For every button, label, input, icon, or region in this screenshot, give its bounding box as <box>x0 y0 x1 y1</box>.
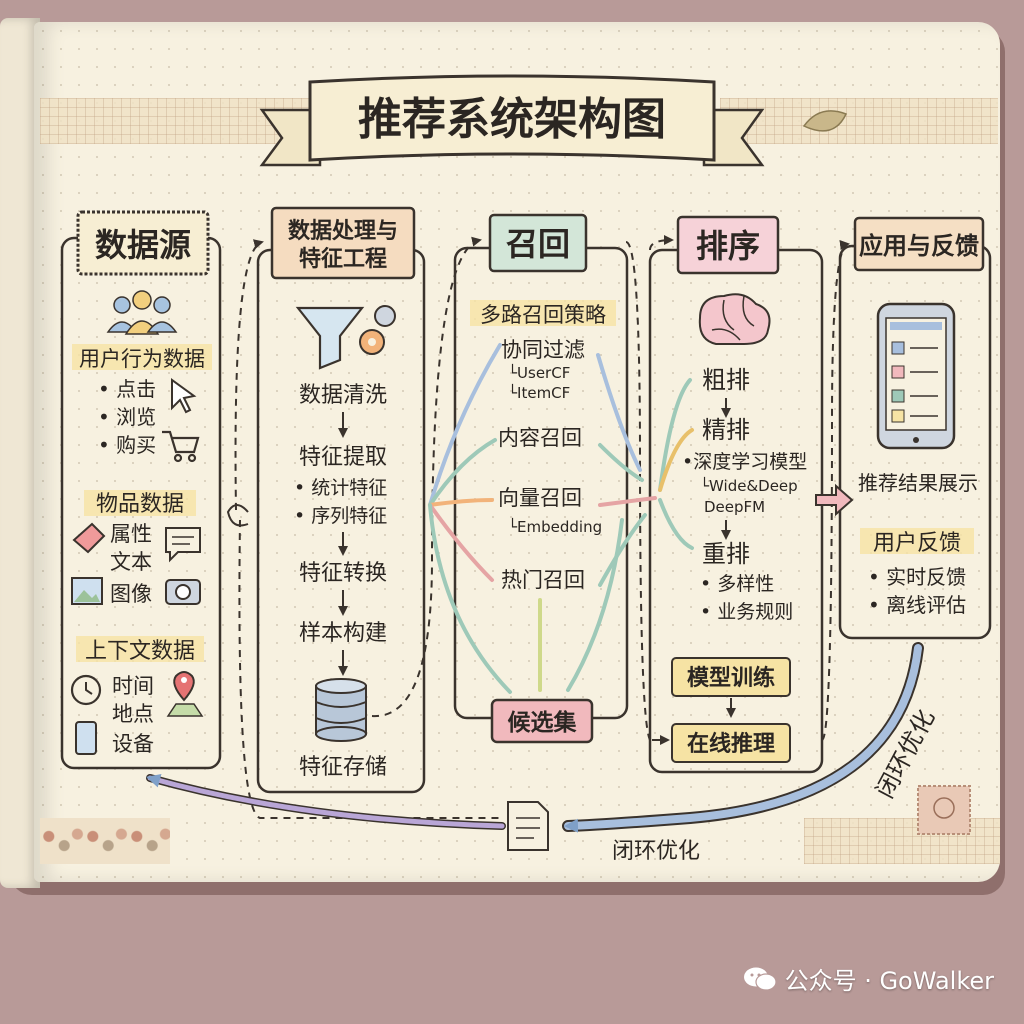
rerank-item: • 业务规则 <box>700 601 793 623</box>
washi-tape-left <box>40 98 310 144</box>
user-behavior-label: 用户行为数据 <box>79 347 205 371</box>
data-cleaning-step: 数据清洗 <box>299 383 387 408</box>
sample-build-step: 样本构建 <box>299 621 387 646</box>
smartphone-icon <box>876 302 956 450</box>
candidates-label: 候选集 <box>508 709 578 736</box>
title-banner: 推荐系统架构图 <box>259 74 765 167</box>
header-processing: 数据处理与 特征工程 <box>270 206 416 280</box>
fine-ranking: 精排 <box>702 416 750 444</box>
fan-arrows-processing-to-recall <box>428 343 512 694</box>
washi-tape-floral <box>40 818 170 864</box>
clock-icon <box>70 674 102 706</box>
context-data-item: 设备 <box>112 732 154 756</box>
users-icon <box>106 290 178 335</box>
hot-recall-method: 热门召回 <box>501 568 585 592</box>
wechat-icon <box>743 966 777 992</box>
svg-text:特征工程: 特征工程 <box>299 246 387 272</box>
vector-sub-item: └Embedding <box>508 517 602 536</box>
svg-text:在线推理: 在线推理 <box>687 731 775 757</box>
leaf-icon <box>802 110 848 132</box>
closed-loop-arrow <box>146 642 924 833</box>
collab-filter-method: 协同过滤 <box>501 338 585 362</box>
tag-icon <box>72 522 106 554</box>
funnel-gear-icon <box>295 305 396 370</box>
phone-device-icon <box>75 721 97 755</box>
svg-text:模型训练: 模型训练 <box>687 665 775 691</box>
result-display: 推荐结果展示 <box>858 471 978 495</box>
arrow-to-feedback <box>815 483 854 517</box>
multi-recall-strategy: 多路召回策略 <box>480 303 606 327</box>
item-data-item: 图像 <box>110 582 152 606</box>
context-data-label: 上下文数据 <box>85 639 195 664</box>
brain-icon <box>698 293 771 345</box>
svg-text:数据处理与: 数据处理与 <box>288 218 398 244</box>
watermark: 公众号 · GoWalker <box>743 961 994 996</box>
svg-text:排序: 排序 <box>696 227 760 265</box>
loop-label-bottom: 闭环优化 <box>612 839 700 864</box>
candidates-box: 候选集 <box>490 698 594 744</box>
collab-sub-item: └UserCF <box>508 363 570 382</box>
stamp-icon <box>917 785 971 835</box>
fan-arrows-to-candidates <box>538 518 624 692</box>
feature-extraction-item: • 统计特征 <box>294 477 387 499</box>
svg-text:应用与反馈: 应用与反馈 <box>859 232 979 260</box>
deep-model-item: DeepFM <box>704 498 765 516</box>
cursor-icon <box>171 378 197 414</box>
watermark-text: 公众号 · GoWalker <box>784 967 994 995</box>
header-recall: 召回 <box>488 213 588 273</box>
location-pin-icon <box>166 671 204 717</box>
diagram-title: 推荐系统架构图 <box>358 94 666 145</box>
user-behavior-item: • 购买 <box>98 433 156 457</box>
feedback-item: • 实时反馈 <box>868 565 966 589</box>
chat-icon <box>165 527 201 563</box>
model-training-box: 模型训练 <box>671 657 791 697</box>
notebook-left-page <box>0 18 40 888</box>
item-data-label: 物品数据 <box>96 492 184 517</box>
svg-text:数据源: 数据源 <box>95 226 191 264</box>
feature-storage-step: 特征存储 <box>299 755 387 780</box>
online-inference-box: 在线推理 <box>671 723 791 763</box>
feature-extraction-item: • 序列特征 <box>294 505 387 527</box>
database-icon <box>315 678 367 742</box>
feature-transform-step: 特征转换 <box>299 561 387 586</box>
user-feedback-label: 用户反馈 <box>873 531 961 556</box>
re-ranking: 重排 <box>702 540 750 568</box>
cart-icon <box>162 430 200 463</box>
item-data-item: 文本 <box>110 550 152 574</box>
fan-arrows-recall-to-ranking <box>596 353 694 587</box>
document-icon <box>507 801 549 851</box>
dashed-connectors <box>234 235 850 819</box>
context-data-item: 时间 <box>112 674 154 698</box>
cycle-icon <box>226 504 249 527</box>
feedback-item: • 离线评估 <box>868 593 966 617</box>
header-feedback: 应用与反馈 <box>853 216 985 272</box>
image-icon <box>71 577 103 605</box>
deep-learning-model: •深度学习模型 <box>682 451 807 473</box>
rerank-item: • 多样性 <box>700 573 774 595</box>
content-recall-method: 内容召回 <box>498 426 582 450</box>
camera-icon <box>165 579 201 605</box>
svg-text:召回: 召回 <box>506 225 570 263</box>
collab-sub-item: └ItemCF <box>508 383 570 402</box>
user-behavior-item: • 点击 <box>98 377 156 401</box>
feature-extraction-step: 特征提取 <box>299 445 387 470</box>
context-data-item: 地点 <box>112 702 154 726</box>
coarse-ranking: 粗排 <box>702 366 750 394</box>
user-behavior-item: • 浏览 <box>98 405 156 429</box>
item-data-item: 属性 <box>110 522 152 546</box>
header-data-source: 数据源 <box>76 210 210 276</box>
washi-tape-right <box>720 98 998 144</box>
deep-model-item: └Wide&Deep <box>700 476 798 495</box>
header-ranking: 排序 <box>676 215 780 275</box>
vector-recall-method: 向量召回 <box>498 486 582 510</box>
